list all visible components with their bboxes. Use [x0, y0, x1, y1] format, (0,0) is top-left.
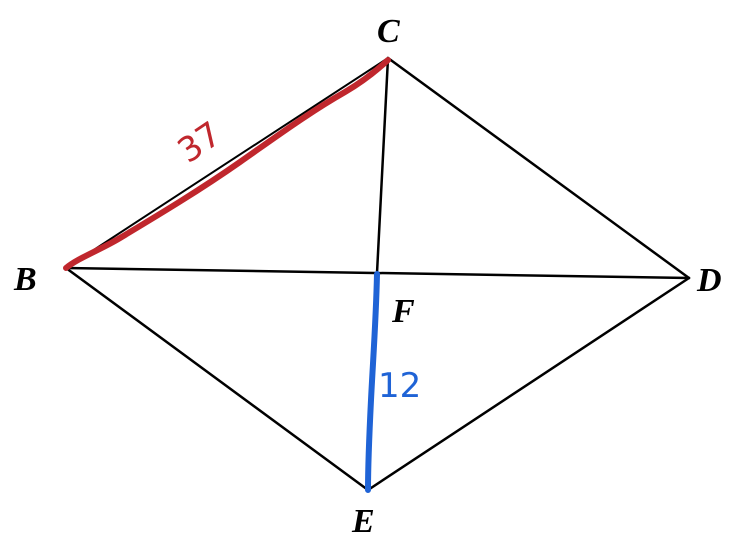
edge-c-f [375, 56, 390, 275]
vertex-label-e: E [351, 503, 375, 540]
edge-b-c [65, 57, 389, 269]
vertex-label-b: B [13, 261, 37, 298]
vertex-label-d: D [696, 262, 722, 299]
bc-length-label: 37 [171, 114, 229, 171]
edge-e-d [366, 276, 691, 492]
edge-b-e [64, 266, 370, 492]
edge-c-d [386, 56, 691, 280]
bc-highlight-stroke [63, 57, 391, 271]
fe-length-label: 12 [378, 366, 421, 406]
vertex-label-c: C [377, 13, 400, 50]
fe-highlight-stroke [365, 271, 380, 493]
vertex-label-f: F [391, 293, 415, 330]
